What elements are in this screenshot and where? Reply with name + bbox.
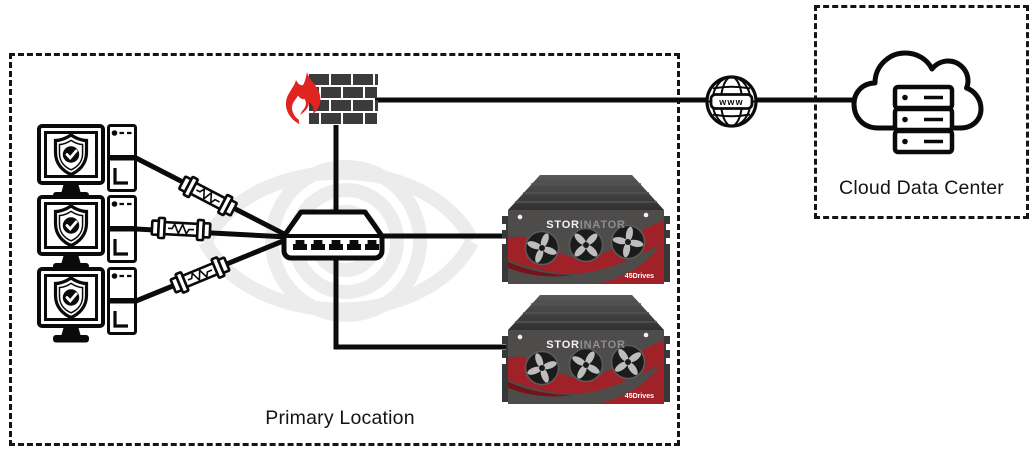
fan-icon (524, 350, 560, 386)
storinator-server-icon: STORINATOR 45Drives (502, 295, 670, 404)
cable-coupler-3 (165, 251, 234, 300)
cable-coupler-icon (169, 256, 231, 294)
secure-workstation-icon (37, 124, 105, 200)
fan-icon (524, 230, 560, 266)
www-globe-icon: www (705, 75, 758, 128)
fan-icon (610, 344, 646, 380)
cable-coupler-icon (178, 175, 238, 217)
server-rack-icon (892, 84, 955, 155)
firewall-node (283, 72, 379, 130)
fan-icon (568, 227, 604, 263)
workstation-3-tower (107, 267, 137, 335)
workstation-1 (37, 124, 137, 202)
secure-workstation-icon (37, 267, 105, 343)
pc-tower-icon (107, 124, 137, 192)
cloud-data-center-boundary (814, 5, 1029, 219)
switch-ports (293, 240, 379, 250)
cable-coupler-icon (150, 216, 212, 242)
workstation-2-tower (107, 195, 137, 263)
workstation-2 (37, 195, 137, 273)
cloud-data-center-node (848, 40, 988, 160)
firewall-icon (285, 72, 378, 124)
primary-location-boundary (9, 53, 680, 446)
workstation-1-tower (107, 124, 137, 192)
storinator-server-1: STORINATOR 45Drives (500, 170, 672, 290)
server-brand-label: STORINATOR (546, 339, 626, 351)
server-badge-label: 45Drives (625, 393, 654, 400)
storinator-server-2: STORINATOR 45Drives (500, 290, 672, 410)
www-label: www (718, 97, 744, 107)
primary-location-label: Primary Location (265, 407, 415, 429)
cable-coupler-1 (174, 170, 243, 223)
fan-icon (568, 347, 604, 383)
server-brand-label: STORINATOR (546, 219, 626, 231)
cable-coupler-2 (148, 214, 213, 243)
secure-workstation-icon (37, 195, 105, 271)
pc-tower-icon (107, 267, 137, 335)
line-switch-server2 (333, 257, 512, 350)
server-badge-label: 45Drives (625, 273, 654, 280)
workstation-3 (37, 267, 137, 345)
storinator-server-icon: STORINATOR 45Drives (502, 175, 670, 284)
network-switch-icon (281, 209, 385, 261)
cloud-data-center-label: Cloud Data Center (839, 177, 1004, 199)
pc-tower-icon (107, 195, 137, 263)
switch-node (281, 209, 385, 261)
cloud-server-icon (851, 50, 984, 155)
internet-node: www (704, 74, 759, 129)
fan-icon (610, 224, 646, 260)
